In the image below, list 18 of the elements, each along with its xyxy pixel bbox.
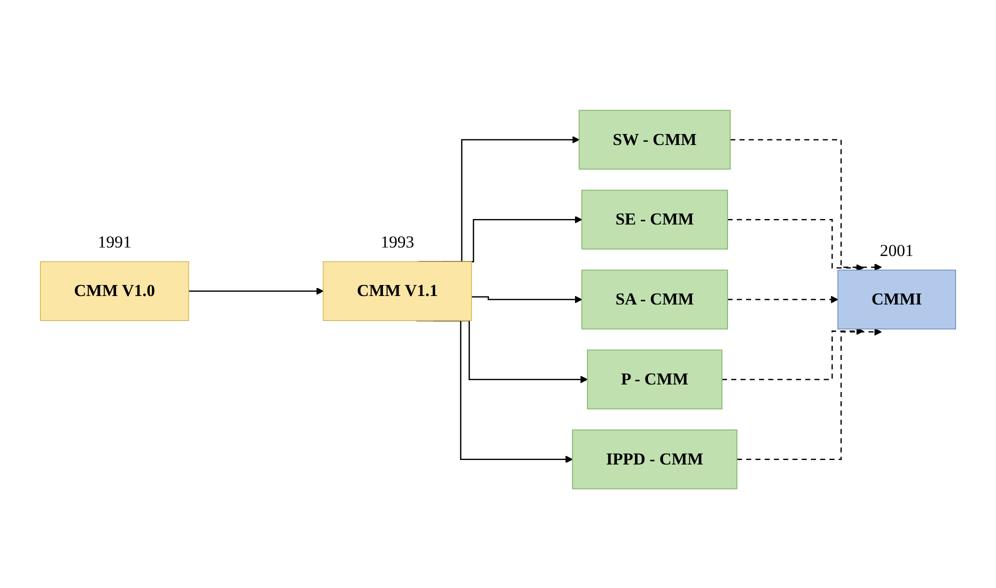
arrow xyxy=(722,328,864,380)
node-box: P - CMM xyxy=(587,350,722,410)
node-box: SW - CMM xyxy=(578,110,731,170)
arrow xyxy=(472,296,582,304)
arrow xyxy=(728,219,864,272)
node-box: SA - CMM xyxy=(581,270,728,330)
node-label: 1993 xyxy=(380,233,414,252)
arrow xyxy=(730,139,882,272)
node-box: IPPD - CMM xyxy=(572,430,738,490)
arrow xyxy=(736,328,882,460)
node-label: 2001 xyxy=(880,242,914,260)
arrow xyxy=(188,288,324,296)
arrow xyxy=(728,296,838,304)
node-box: CMM V1.0 xyxy=(40,262,190,322)
node-box: SE - CMM xyxy=(581,190,728,250)
node-box: CMMI xyxy=(837,270,956,330)
node-label: 1991 xyxy=(98,233,132,252)
node-box: CMM V1.1 xyxy=(322,262,472,322)
